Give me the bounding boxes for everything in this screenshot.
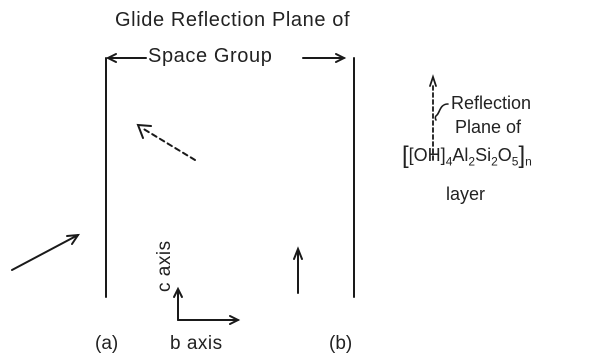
panel-label-a: (a) (95, 333, 119, 354)
solid-arrow-a (11, 234, 79, 271)
span-arrowhead-right (335, 53, 347, 63)
diagram-title: Glide Reflection Plane of (115, 9, 351, 31)
formula-o: O (497, 145, 512, 165)
reflection-label-line2: Plane of (455, 117, 522, 137)
span-arrowhead-left (105, 53, 117, 63)
reflection-label-line4: layer (446, 184, 486, 204)
formula-open-bracket: [ (402, 142, 409, 169)
b-axis-arrowhead (229, 315, 241, 325)
formula-al: Al (452, 145, 469, 165)
formula-oh: [OH] (408, 145, 446, 165)
space-group-label: Space Group (148, 45, 273, 67)
formula-close-bracket: ] (518, 142, 526, 169)
layer-plane-arrowhead (429, 74, 437, 87)
panel-label-b: (b) (329, 333, 353, 354)
reflection-pointer (434, 103, 449, 121)
c-axis-arrowhead (173, 286, 183, 298)
formula-sub-1: 4 (445, 154, 453, 169)
layer-formula: [[OH]4Al2Si2O5]n (402, 140, 532, 169)
dashed-arrow (141, 127, 196, 161)
solid-arrowhead-b (293, 246, 303, 260)
formula-sub-n: n (525, 154, 532, 169)
formula-sub-2: 2 (468, 154, 476, 169)
reflection-label-line1: Reflection (451, 93, 532, 113)
solid-arrowhead-a (66, 233, 80, 245)
formula-sub-4: 5 (511, 154, 519, 169)
formula-sub-3: 2 (491, 154, 498, 169)
formula-si: Si (475, 145, 492, 165)
b-axis-label: b axis (170, 333, 223, 354)
dashed-arrowhead (136, 123, 152, 139)
